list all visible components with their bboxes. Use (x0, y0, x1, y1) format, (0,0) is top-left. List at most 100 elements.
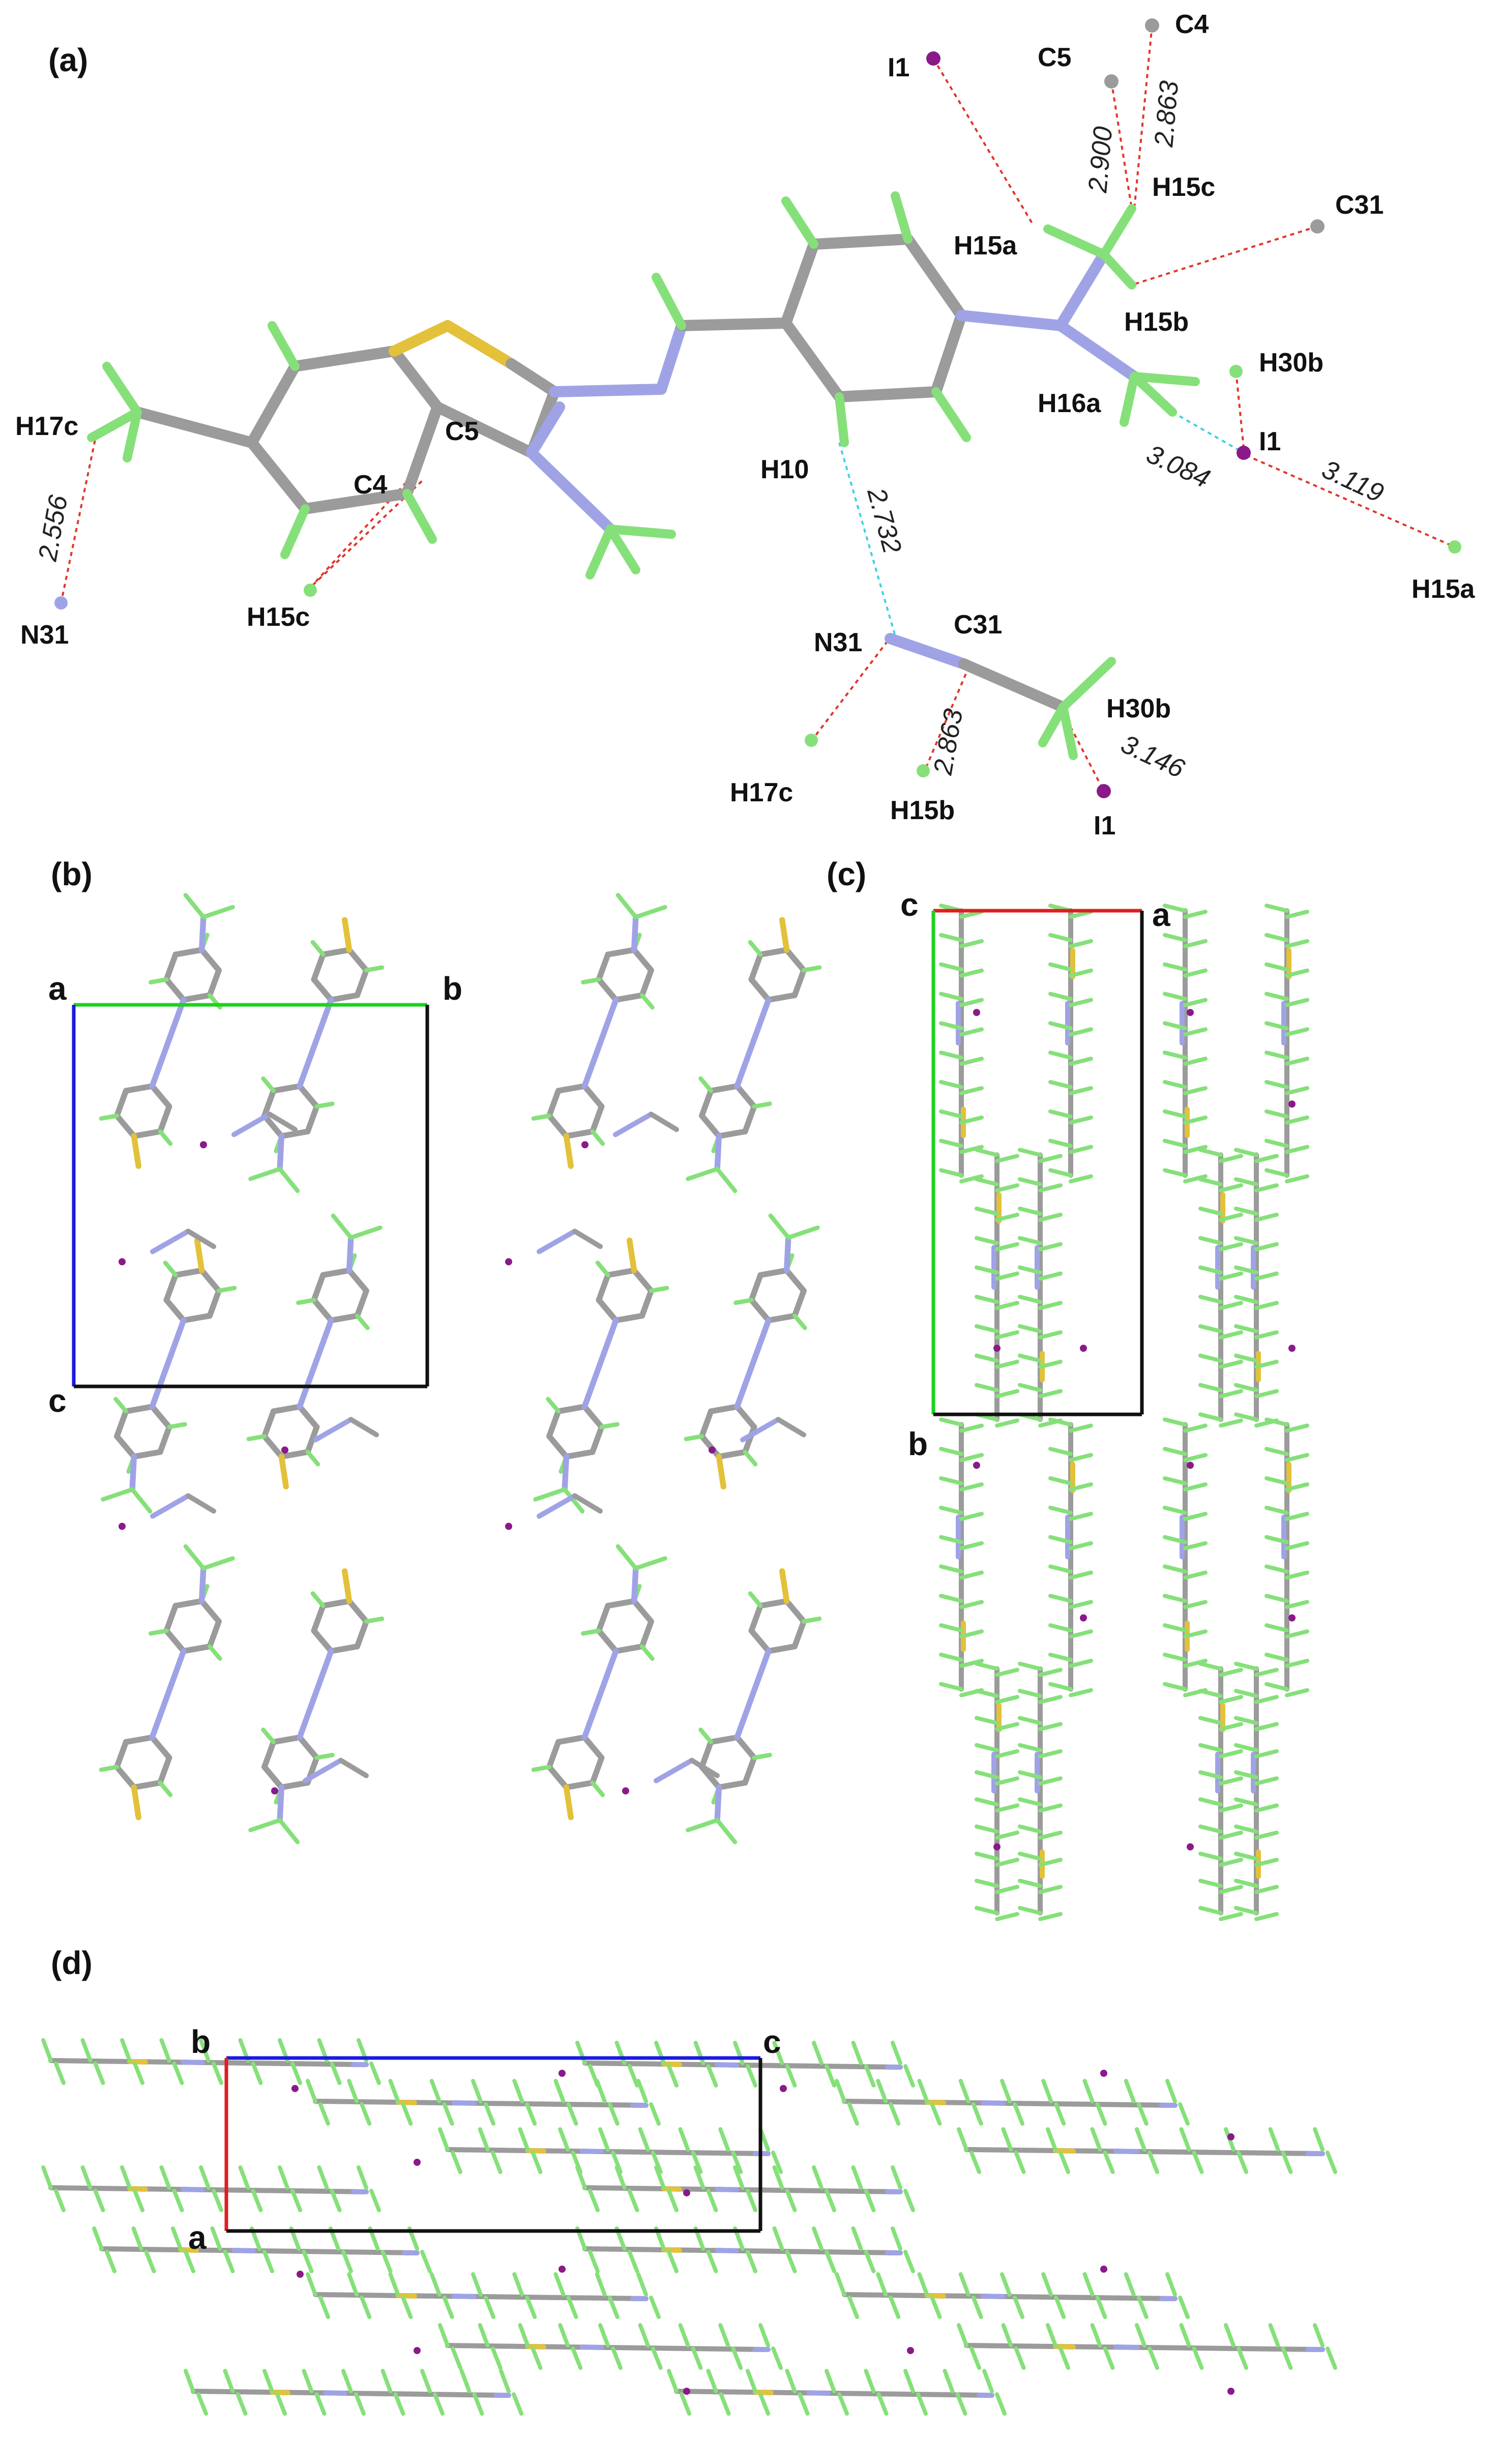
iodine-atom (581, 1141, 589, 1148)
h-bond (1165, 2079, 1177, 2103)
ring-bond (734, 1083, 757, 1110)
h-bond (355, 1313, 370, 1330)
h-bond (1254, 1242, 1279, 1252)
h-bond (1285, 1115, 1309, 1125)
ring-bond (748, 951, 763, 982)
atom-label: H15b (1124, 307, 1189, 337)
carbon-atom (1310, 219, 1325, 234)
packed-molecule (975, 1662, 1019, 1921)
contact-line (813, 640, 889, 739)
h-bond (903, 2064, 915, 2088)
ring-bond (328, 992, 361, 1003)
h-bond (959, 998, 984, 1007)
h-bond (1326, 2151, 1337, 2174)
h-bond (781, 196, 818, 249)
ring-bond (613, 1313, 645, 1323)
h-bond (1264, 1623, 1289, 1633)
h-bond (1254, 1271, 1279, 1281)
h-bond (715, 1167, 738, 1193)
h-bond (995, 1803, 1019, 1813)
h-bond (1163, 1109, 1187, 1119)
h-bond (388, 2272, 400, 2297)
h-bond (1178, 2102, 1190, 2126)
h-bond (1069, 1570, 1093, 1580)
iodine-atom (505, 1523, 512, 1530)
h-bond (159, 2165, 171, 2190)
h-bond (1254, 1389, 1279, 1399)
h-bond (598, 2127, 610, 2152)
h-bond (1219, 1803, 1243, 1813)
nitrile-bond (186, 1493, 216, 1514)
ring-bond (163, 1603, 179, 1634)
ring-bond (546, 1739, 562, 1770)
h-bond (975, 1177, 999, 1186)
ring-bond (163, 976, 187, 1003)
ring-bond (123, 1404, 155, 1414)
h-bond (566, 2102, 578, 2126)
h-bond (1048, 1446, 1073, 1456)
h-bond (1018, 1383, 1042, 1393)
nitrile-bond (740, 1417, 781, 1442)
h-bond (678, 2323, 690, 2347)
ring-bond (708, 1404, 740, 1414)
chain-bond (149, 997, 187, 1089)
h-bond (380, 2369, 393, 2393)
nitrile-bond (613, 1112, 654, 1137)
h-bond (223, 2369, 235, 2393)
ring-bond (563, 1449, 596, 1460)
h-bond (864, 2250, 876, 2273)
packed-molecule (1198, 1148, 1243, 1428)
contact-line (309, 472, 416, 589)
h-bond (1179, 2323, 1191, 2347)
amine-bond (714, 1784, 722, 1823)
nitrile-bond (537, 1229, 577, 1254)
h-bond (959, 1659, 984, 1668)
ring-bond (261, 1764, 285, 1790)
sulfur-bond (779, 1568, 790, 1604)
backbone-bond (231, 2248, 256, 2253)
panel-label-a: (a) (48, 42, 88, 78)
h-bond (1285, 1600, 1309, 1609)
chain-bond (734, 997, 772, 1089)
h-bond (785, 2064, 797, 2088)
chain-bond (676, 317, 791, 331)
ring-bond (708, 1734, 740, 1745)
h-bond (1163, 904, 1187, 913)
backbone-bond (181, 2187, 205, 2192)
h-bond (330, 2062, 342, 2085)
panel-c: c a b (900, 886, 1309, 1921)
h-bond (959, 939, 984, 948)
h-bond (1038, 1749, 1063, 1758)
h-bond (598, 2323, 610, 2347)
iodine-atom (291, 2085, 299, 2092)
ring-bond (546, 1113, 570, 1139)
backbone-bond (452, 2294, 477, 2299)
sulfur-bond (131, 1784, 142, 1820)
h-bond (995, 1154, 1019, 1163)
h-bond (825, 2250, 836, 2273)
h-bond (1219, 1389, 1243, 1399)
h-bond (1183, 998, 1208, 1007)
h-bond (917, 2079, 929, 2103)
thiazole-ring-s (389, 320, 517, 369)
backbone-bond (582, 2246, 903, 2255)
h-bond (1130, 372, 1200, 386)
nitrile-bond (186, 1229, 216, 1249)
h-bond (1234, 1878, 1258, 1888)
atom-label: H30b (1259, 348, 1323, 378)
h-bond (812, 2165, 823, 2190)
h-bond (1046, 2323, 1057, 2347)
h-bond (558, 2323, 570, 2347)
h-bond (130, 1487, 153, 1514)
h-bond (1234, 1743, 1258, 1752)
h-bond (478, 2323, 490, 2347)
h-bond (451, 2151, 462, 2174)
ring-bond (748, 976, 772, 1003)
nitrile-bond (313, 1417, 354, 1442)
ring-bond (748, 1272, 763, 1303)
h-bond (693, 2165, 705, 2190)
h-bond (1254, 1668, 1279, 1677)
h-bond (1234, 1851, 1258, 1861)
h-bond (131, 2226, 143, 2251)
ring-bond (297, 1734, 320, 1761)
